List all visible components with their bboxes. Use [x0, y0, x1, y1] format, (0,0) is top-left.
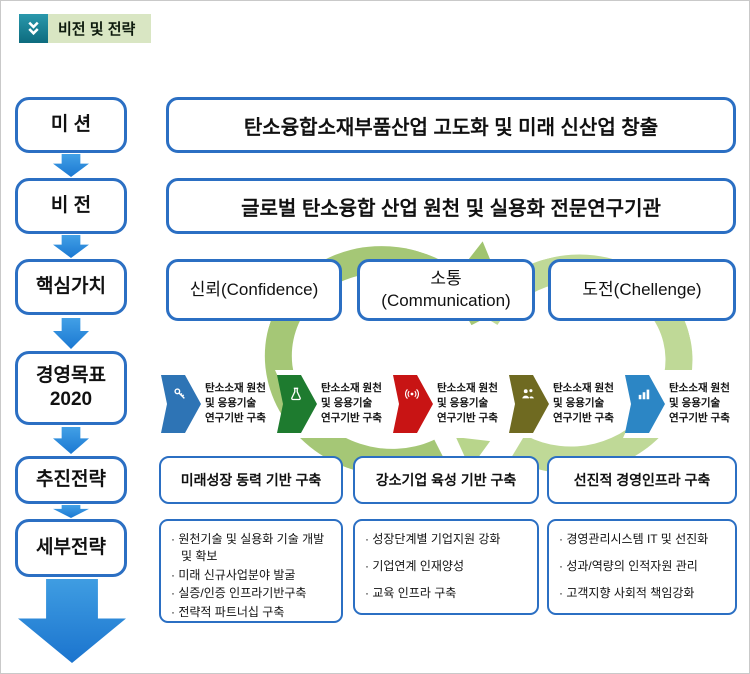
goal-text: 탄소소재 원천 및 응용기술 연구기반 구축: [437, 382, 498, 425]
core-value-confidence: 신뢰(Confidence): [166, 259, 342, 321]
big-down-arrow-icon: [18, 579, 126, 663]
label-box-strategy: 추진전략: [15, 456, 127, 504]
goal-text: 탄소소재 원천 및 응용기술 연구기반 구축: [205, 382, 266, 425]
mission-label: 미 션: [50, 114, 92, 136]
detail-bullet: · 성과/역량의 인적자원 관리: [559, 558, 698, 573]
goal-text: 탄소소재 원천 및 응용기술 연구기반 구축: [669, 382, 730, 425]
detail-box-growth: · 원천기술 및 실용화 기술 개발 및 확보 · 미래 신규사업분야 발굴 ·…: [159, 519, 343, 623]
page-title: 비전 및 전략: [48, 14, 152, 43]
detail-label: 세부전략: [36, 537, 106, 559]
detail-bullet: · 경영관리시스템 IT 및 선진화: [559, 532, 709, 546]
core-value-communication: 소통 (Communication): [357, 259, 535, 321]
label-box-detail: 세부전략: [15, 519, 127, 577]
mission-statement-box: 탄소융합소재부품산업 고도화 및 미래 신산업 창출: [166, 97, 736, 153]
label-box-vision: 비 전: [15, 178, 127, 234]
mission-statement: 탄소융합소재부품산업 고도화 및 미래 신산업 창출: [243, 116, 659, 139]
down-arrow-icon: [53, 427, 89, 454]
down-arrow-icon: [53, 505, 89, 518]
goal-item-5: 탄소소재 원천 및 응용기술 연구기반 구축: [623, 365, 739, 443]
detail-bullet: · 교육 인프라 구축: [365, 585, 457, 600]
strategy-box-company: 강소기업 육성 기반 구축: [353, 456, 539, 504]
label-box-mission: 미 션: [15, 97, 127, 153]
down-arrow-icon: [53, 235, 89, 258]
goal-text: 탄소소재 원천 및 응용기술 연구기반 구축: [553, 382, 614, 425]
down-arrow-icon: [53, 318, 89, 349]
chart-icon: [637, 387, 651, 406]
core-value-label: 도전(Chellenge): [582, 279, 702, 299]
people-icon: [521, 387, 535, 406]
detail-bullet: · 성장단계별 기업지원 강화: [365, 532, 501, 546]
detail-bullet: · 기업연계 인재양성: [365, 558, 464, 573]
goals-label-line1: 경영목표: [36, 365, 106, 387]
detail-bullet: · 실증/인증 인프라기반구축: [171, 586, 307, 601]
strategy-title: 선진적 경영인프라 구축: [573, 472, 711, 488]
goal-item-3: 탄소소재 원천 및 응용기술 연구기반 구축: [391, 365, 507, 443]
detail-box-company: · 성장단계별 기업지원 강화 · 기업연계 인재양성 · 교육 인프라 구축: [353, 519, 539, 615]
goals-row: 탄소소재 원천 및 응용기술 연구기반 구축 탄소소재 원천 및 응용기술 연구…: [159, 365, 741, 443]
double-chevron-icon: [19, 14, 48, 43]
vision-statement-box: 글로벌 탄소융합 산업 원천 및 실용화 전문연구기관: [166, 178, 736, 234]
goal-item-1: 탄소소재 원천 및 응용기술 연구기반 구축: [159, 365, 275, 443]
goal-item-4: 탄소소재 원천 및 응용기술 연구기반 구축: [507, 365, 623, 443]
core-value-challenge: 도전(Chellenge): [548, 259, 736, 321]
core-value-label: 신뢰(Confidence): [189, 279, 319, 299]
page-header: 비전 및 전략: [19, 14, 152, 43]
goal-text: 탄소소재 원천 및 응용기술 연구기반 구축: [321, 382, 382, 425]
strategy-box-management: 선진적 경영인프라 구축: [547, 456, 737, 504]
detail-bullet: · 고객지향 사회적 책임강화: [559, 585, 695, 600]
core-value-label-line1: 소통: [430, 268, 462, 288]
detail-box-management: · 경영관리시스템 IT 및 선진화 · 성과/역량의 인적자원 관리 · 고객…: [547, 519, 737, 615]
label-box-goals: 경영목표 2020: [15, 351, 127, 425]
strategy-title: 강소기업 육성 기반 구축: [375, 472, 517, 488]
detail-bullet: · 미래 신규사업분야 발굴: [171, 567, 296, 582]
detail-bullet: · 전략적 파트너십 구축: [171, 605, 285, 620]
label-box-core-values: 핵심가치: [15, 259, 127, 315]
goal-item-2: 탄소소재 원천 및 응용기술 연구기반 구축: [275, 365, 391, 443]
core-values-label: 핵심가치: [36, 276, 106, 298]
flask-icon: [289, 387, 303, 406]
detail-bullet: · 원천기술 및 실용화 기술 개발 및 확보: [171, 532, 325, 563]
core-value-label-line2: (Communication): [381, 291, 511, 310]
antenna-icon: [405, 387, 419, 406]
key-icon: [173, 387, 187, 406]
vision-label: 비 전: [50, 195, 92, 217]
down-arrow-icon: [53, 154, 89, 177]
strategy-label: 추진전략: [36, 469, 106, 491]
vision-statement: 글로벌 탄소융합 산업 원천 및 실용화 전문연구기관: [241, 197, 661, 220]
strategy-box-growth: 미래성장 동력 기반 구축: [159, 456, 343, 504]
strategy-title: 미래성장 동력 기반 구축: [180, 472, 322, 488]
goals-label-line2: 2020: [49, 389, 93, 410]
